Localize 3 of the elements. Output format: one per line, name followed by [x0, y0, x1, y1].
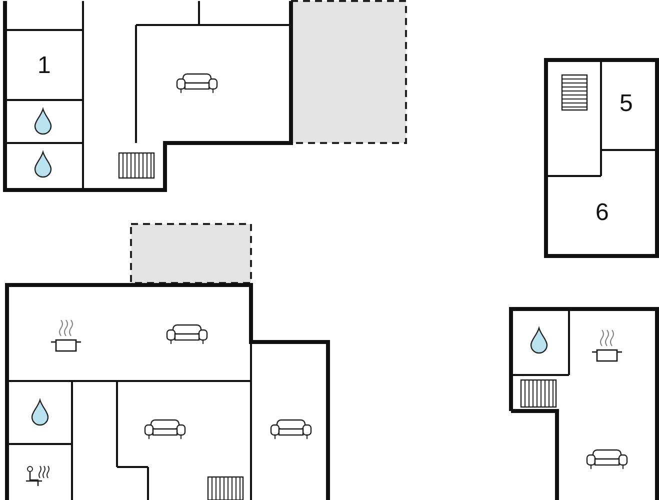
room-number: 1: [38, 54, 51, 78]
room-number: 5: [620, 92, 633, 116]
room-number: 6: [596, 201, 609, 225]
